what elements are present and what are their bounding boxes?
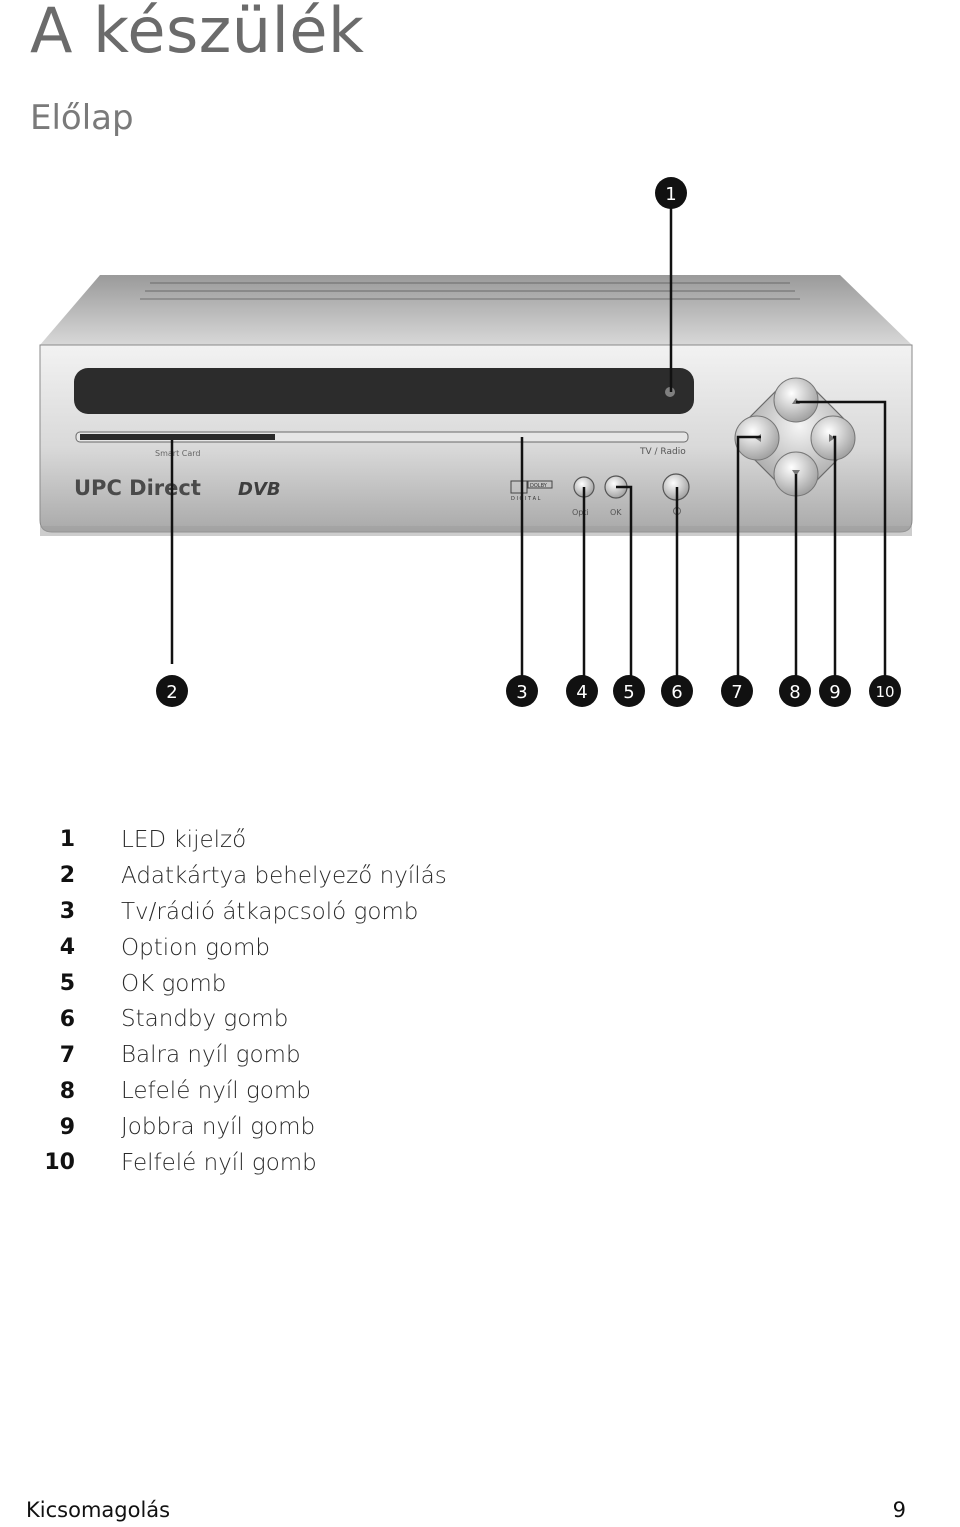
brand-logo: UPC Direct bbox=[74, 476, 201, 500]
callout-label: 3 bbox=[516, 682, 527, 703]
legend-item: 2 Adatkártya behelyező nyílás bbox=[40, 858, 447, 894]
callout-6: 6 bbox=[661, 675, 693, 707]
legend-number: 5 bbox=[59, 971, 75, 996]
callout-3: 3 bbox=[506, 675, 538, 707]
footer-section-title: Kicsomagolás bbox=[26, 1498, 171, 1522]
callout-label: 2 bbox=[166, 682, 177, 703]
legend-text: OK gomb bbox=[121, 970, 227, 997]
callout-label: 10 bbox=[875, 683, 894, 701]
display-window bbox=[74, 368, 694, 414]
callout-5: 5 bbox=[613, 675, 645, 707]
ok-label: OK bbox=[610, 508, 622, 517]
legend-text: LED kijelző bbox=[121, 826, 247, 853]
callout-2: 2 bbox=[156, 675, 188, 707]
legend-text: Standby gomb bbox=[121, 1006, 289, 1033]
callout-1: 1 bbox=[655, 177, 687, 209]
page-number: 9 bbox=[892, 1498, 906, 1522]
legend-text: Lefelé nyíl gomb bbox=[121, 1078, 311, 1105]
callout-label: 6 bbox=[671, 682, 682, 703]
legend-number: 7 bbox=[59, 1042, 75, 1068]
right-arrow-icon bbox=[829, 434, 835, 442]
legend-text: Jobbra nyíl gomb bbox=[121, 1114, 316, 1141]
option-label: Opti bbox=[572, 508, 589, 517]
legend-number: 2 bbox=[59, 863, 75, 889]
legend-item: 7 Balra nyíl gomb bbox=[40, 1037, 447, 1073]
legend-item: 3 Tv/rádió átkapcsoló gomb bbox=[40, 894, 447, 930]
dolby-logo: DOLBY bbox=[530, 483, 548, 489]
down-arrow-icon bbox=[792, 470, 800, 476]
callout-9: 9 bbox=[819, 675, 851, 707]
legend-item: 4 Option gomb bbox=[40, 930, 447, 966]
page-title: A készülék bbox=[30, 0, 365, 67]
legend-number: 1 bbox=[59, 827, 75, 853]
navigation-pad bbox=[741, 381, 851, 491]
legend-item: 6 Standby gomb bbox=[40, 1001, 447, 1037]
legend-text: Adatkártya behelyező nyílás bbox=[121, 862, 447, 889]
legend-item: 8 Lefelé nyíl gomb bbox=[40, 1073, 447, 1109]
callout-7: 7 bbox=[721, 675, 753, 707]
set-top-box: Smart Card TV / Radio UPC Direct DVB DOL… bbox=[39, 275, 913, 536]
legend-text: Felfelé nyíl gomb bbox=[121, 1149, 317, 1176]
callout-label: 5 bbox=[623, 682, 634, 703]
legend-item: 10 Felfelé nyíl gomb bbox=[40, 1145, 447, 1181]
section-subtitle: Előlap bbox=[30, 98, 134, 138]
callout-label: 4 bbox=[576, 682, 587, 703]
callout-8: 8 bbox=[779, 675, 811, 707]
dvb-logo: DVB bbox=[238, 479, 281, 500]
callout-4: 4 bbox=[566, 675, 598, 707]
legend-text: Tv/rádió átkapcsoló gomb bbox=[121, 898, 419, 925]
legend-text: Balra nyíl gomb bbox=[121, 1042, 301, 1069]
legend-number: 6 bbox=[59, 1006, 75, 1032]
parts-legend: 1 LED kijelző 2 Adatkártya behelyező nyílá… bbox=[40, 822, 447, 1181]
smart-card-label: Smart Card bbox=[155, 449, 200, 458]
dolby-digital-text: D I G I T A L bbox=[511, 496, 541, 502]
callout-label: 9 bbox=[829, 682, 840, 703]
legend-text: Option gomb bbox=[121, 934, 270, 961]
legend-item: 5 OK gomb bbox=[40, 966, 447, 1002]
legend-number: 9 bbox=[59, 1114, 75, 1140]
legend-item: 1 LED kijelző bbox=[40, 822, 447, 858]
callout-label: 8 bbox=[789, 682, 800, 703]
callout-lines bbox=[170, 208, 887, 676]
legend-number: 3 bbox=[59, 899, 75, 925]
legend-number: 8 bbox=[59, 1078, 75, 1104]
legend-item: 9 Jobbra nyíl gomb bbox=[40, 1109, 447, 1145]
tv-radio-label: TV / Radio bbox=[639, 447, 686, 457]
legend-number: 10 bbox=[44, 1150, 75, 1176]
callout-label: 7 bbox=[731, 682, 742, 703]
device-front-panel-figure: Smart Card TV / Radio UPC Direct DVB DOL… bbox=[0, 160, 960, 720]
callout-label: 1 bbox=[665, 184, 676, 205]
legend-number: 4 bbox=[59, 935, 75, 961]
callout-10: 10 bbox=[869, 675, 901, 707]
